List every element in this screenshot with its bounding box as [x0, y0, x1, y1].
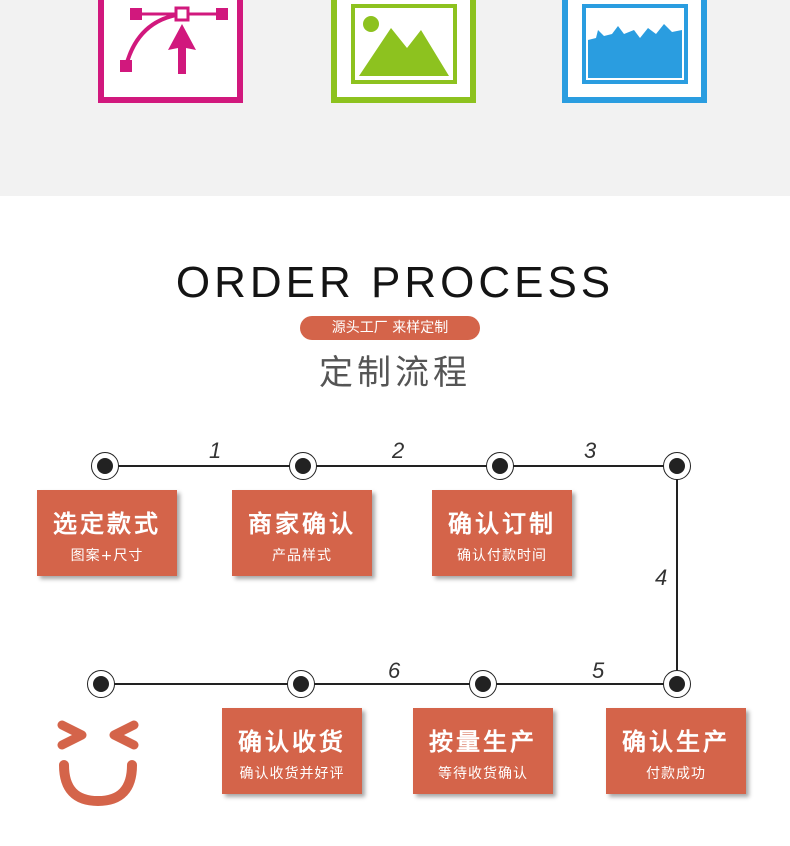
- section-subtitle: 定制流程: [319, 353, 471, 393]
- tagline-badge: 源头工厂 来样定制: [300, 316, 480, 340]
- flow-node: [87, 670, 115, 698]
- smiley-face-icon: [57, 720, 139, 807]
- vector-pen-icon: [120, 6, 228, 74]
- step-card-subtitle: 付款成功: [646, 766, 706, 782]
- step-number: 2: [392, 438, 405, 463]
- step-card-subtitle: 图案+尺寸: [70, 548, 144, 564]
- step-card-mass-production: 按量生产 等待收货确认: [413, 708, 553, 794]
- step-card-subtitle: 等待收货确认: [438, 766, 528, 782]
- landscape-photo-icon: [582, 4, 688, 84]
- page-title: ORDER PROCESS: [175, 258, 615, 307]
- image-tile: [331, 0, 476, 103]
- step-card-title: 按量生产: [429, 728, 537, 756]
- step-card-title: 确认生产: [622, 728, 730, 756]
- step-card-merchant-confirm: 商家确认 产品样式: [232, 490, 372, 576]
- flow-node: [289, 452, 317, 480]
- landscape-photo-tile: [562, 0, 707, 103]
- step-card-title: 确认订制: [448, 510, 556, 538]
- step-card-title: 选定款式: [53, 510, 161, 538]
- step-number: 3: [584, 438, 597, 463]
- connector-line-right: [676, 465, 678, 684]
- image-icon: [351, 4, 457, 84]
- step-card-confirm-production: 确认生产 付款成功: [606, 708, 746, 794]
- step-number: 6: [388, 658, 401, 683]
- flow-node: [287, 670, 315, 698]
- step-card-title: 商家确认: [248, 510, 356, 538]
- connector-line-bottom: [100, 683, 678, 685]
- step-number: 5: [592, 658, 605, 683]
- step-card-title: 确认收货: [238, 728, 346, 756]
- flow-node: [486, 452, 514, 480]
- step-card-subtitle: 产品样式: [272, 548, 332, 564]
- vector-pen-tile: [98, 0, 243, 103]
- flow-node: [663, 670, 691, 698]
- connector-line-top: [105, 465, 678, 467]
- flow-node: [469, 670, 497, 698]
- step-card-select-style: 选定款式 图案+尺寸: [37, 490, 177, 576]
- step-card-confirm-receipt: 确认收货 确认收货并好评: [222, 708, 362, 794]
- step-card-confirm-order: 确认订制 确认付款时间: [432, 490, 572, 576]
- step-number: 1: [209, 438, 222, 463]
- step-number: 4: [655, 565, 668, 590]
- flow-node: [91, 452, 119, 480]
- step-card-subtitle: 确认付款时间: [457, 548, 547, 564]
- step-card-subtitle: 确认收货并好评: [239, 766, 345, 782]
- flow-node: [663, 452, 691, 480]
